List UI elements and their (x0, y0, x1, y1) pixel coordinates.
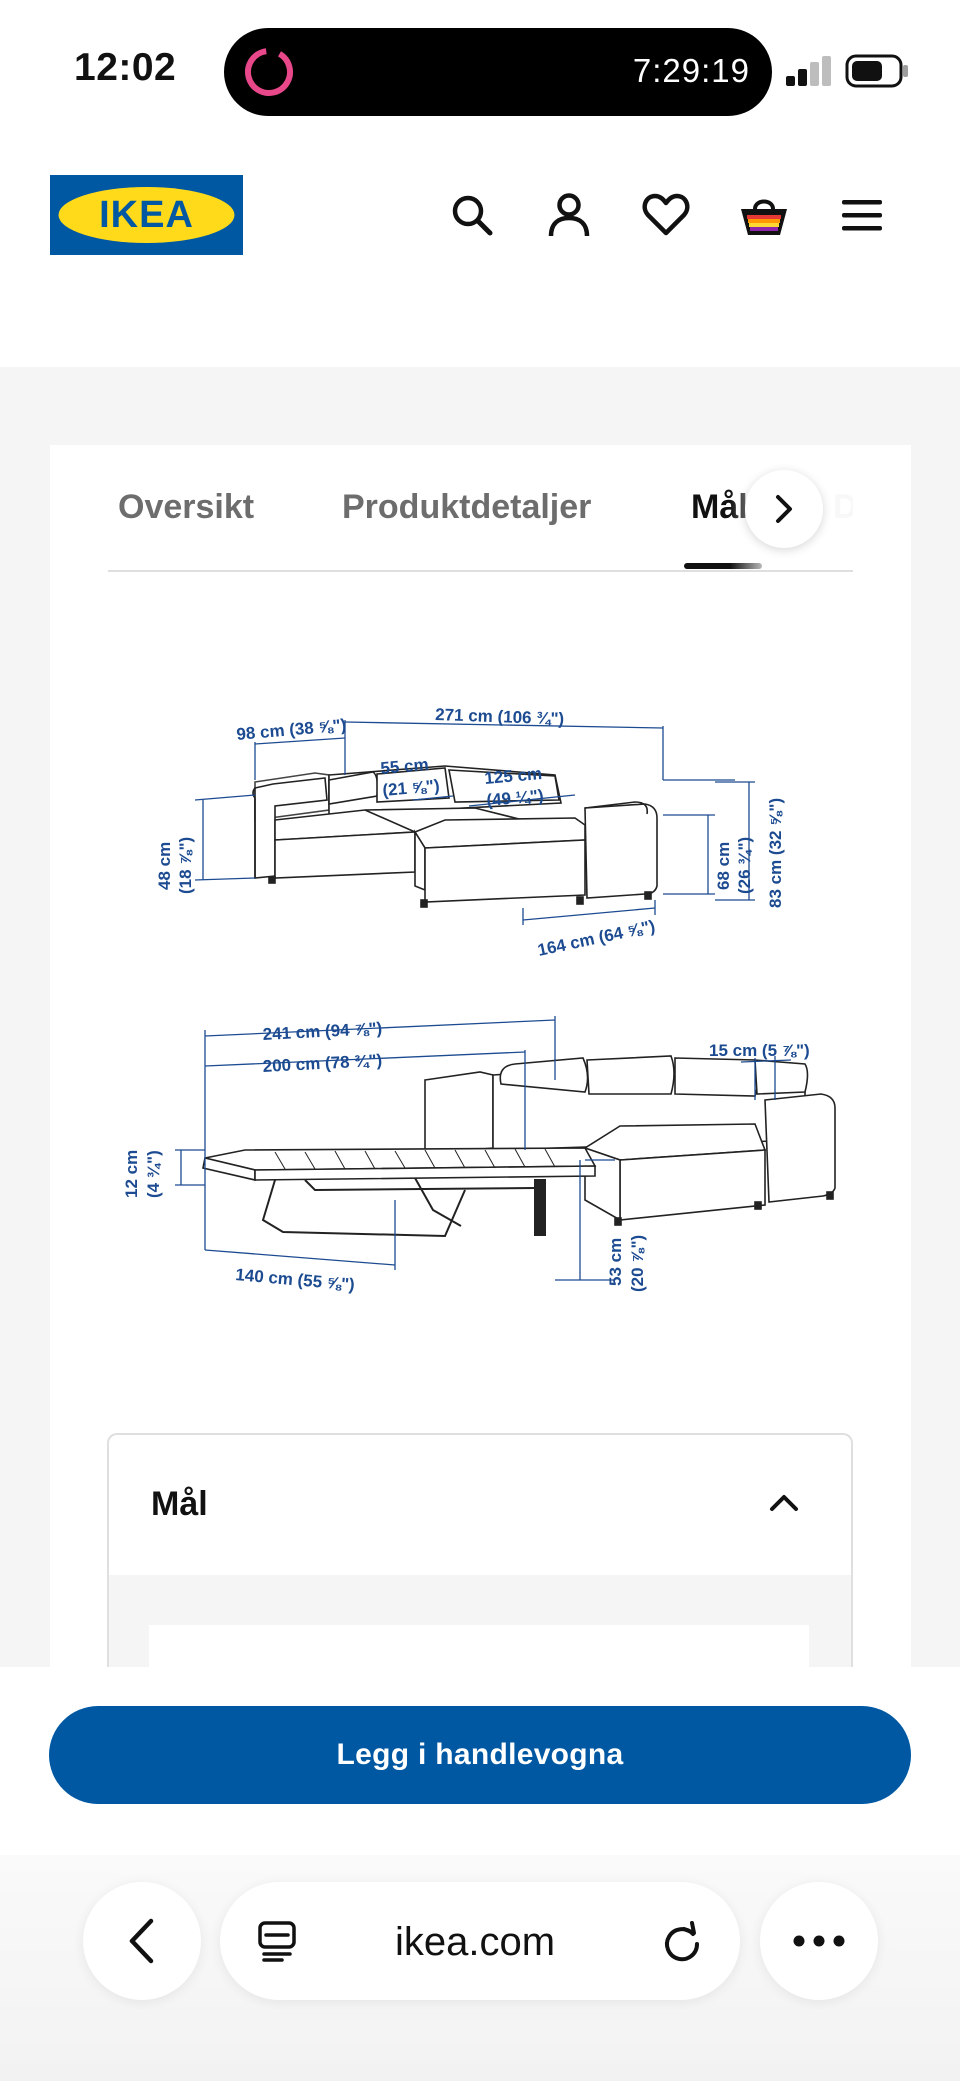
dim-armrest-height: 68 cm (714, 842, 733, 890)
menu-icon[interactable] (834, 187, 890, 243)
status-time: 12:02 (74, 46, 177, 89)
cart-icon[interactable] (736, 187, 792, 243)
battery-icon (845, 54, 908, 88)
active-tab-indicator (684, 563, 762, 569)
dim-seat-depth-in: (21 ⅝") (382, 776, 441, 800)
dim-bed-length: 200 cm (78 ¾") (262, 1051, 382, 1076)
dim-seat-depth: 55 cm (380, 755, 430, 778)
tabs-scroll-right-button[interactable] (745, 470, 823, 548)
chevron-left-icon (129, 1918, 154, 1964)
ikea-logo[interactable]: IKEA (50, 175, 243, 255)
dim-chaise-depth-in: (49 ¼") (486, 786, 545, 810)
dimension-drawing: 98 cm (38 ⅝") 271 cm (106 ¾") 55 cm (21 … (122, 705, 836, 1294)
dim-chaise-length: 164 cm (64 ⅝") (536, 916, 657, 959)
more-dots-icon (793, 1935, 845, 1947)
dim-seat-height-in: (18 ⅞") (176, 837, 195, 894)
dim-sofa-depth: 98 cm (38 ⅝") (236, 715, 347, 744)
account-icon[interactable] (541, 187, 597, 243)
dim-seat-height: 48 cm (155, 842, 174, 890)
add-to-cart-button[interactable]: Legg i handlevogna (49, 1706, 911, 1804)
heart-icon[interactable] (638, 187, 694, 243)
dim-armrest-height-in: (26 ¾") (735, 837, 754, 894)
tab-overview-icon[interactable] (256, 1920, 298, 1962)
dim-mattress-height-in: (4 ¾") (144, 1150, 163, 1198)
sofa-bed-dimension-lines (175, 1016, 792, 1281)
dim-bed-total: 241 cm (94 ⅞") (262, 1019, 382, 1044)
browser-back-button[interactable] (83, 1882, 201, 2000)
status-bar: 12:02 7:29:19 (0, 0, 960, 135)
site-header: IKEA (0, 135, 960, 367)
search-icon[interactable] (444, 187, 500, 243)
dim-sofa-width: 271 cm (106 ¾") (435, 705, 565, 728)
tab-product-details[interactable]: Produktdetaljer (342, 488, 592, 526)
dim-bed-height: 53 cm (606, 1238, 625, 1286)
reload-icon[interactable] (660, 1920, 704, 1964)
signal-icon (786, 56, 831, 86)
chevron-right-icon (776, 495, 792, 523)
dim-bed-width: 140 cm (55 ⅝") (235, 1265, 356, 1294)
dim-mattress-height: 12 cm (122, 1150, 141, 1198)
browser-more-button[interactable] (760, 1882, 878, 2000)
live-activity-timer: 7:29:19 (632, 52, 750, 89)
accordion-title: Mål (151, 1485, 208, 1523)
address-bar-url: ikea.com (395, 1920, 556, 1964)
dim-total-height: 83 cm (32 ⅝") (766, 798, 785, 908)
sofa-bed-drawing (202, 1055, 836, 1238)
dim-bed-height-in: (20 ⅞") (628, 1235, 647, 1292)
tab-overview[interactable]: Oversikt (118, 488, 255, 526)
sofa-dimension-lines (194, 720, 755, 925)
dim-chaise-depth: 125 cm (484, 764, 543, 788)
address-bar[interactable]: ikea.com (220, 1882, 740, 2000)
dynamic-island: 7:29:19 (224, 28, 772, 116)
ikea-logo-text: IKEA (99, 194, 194, 236)
dim-arm-width: 15 cm (5 ⅞") (709, 1041, 810, 1060)
sofa-drawing (252, 765, 658, 908)
timer-ring-icon (245, 48, 293, 96)
chevron-up-icon[interactable] (764, 1483, 804, 1523)
